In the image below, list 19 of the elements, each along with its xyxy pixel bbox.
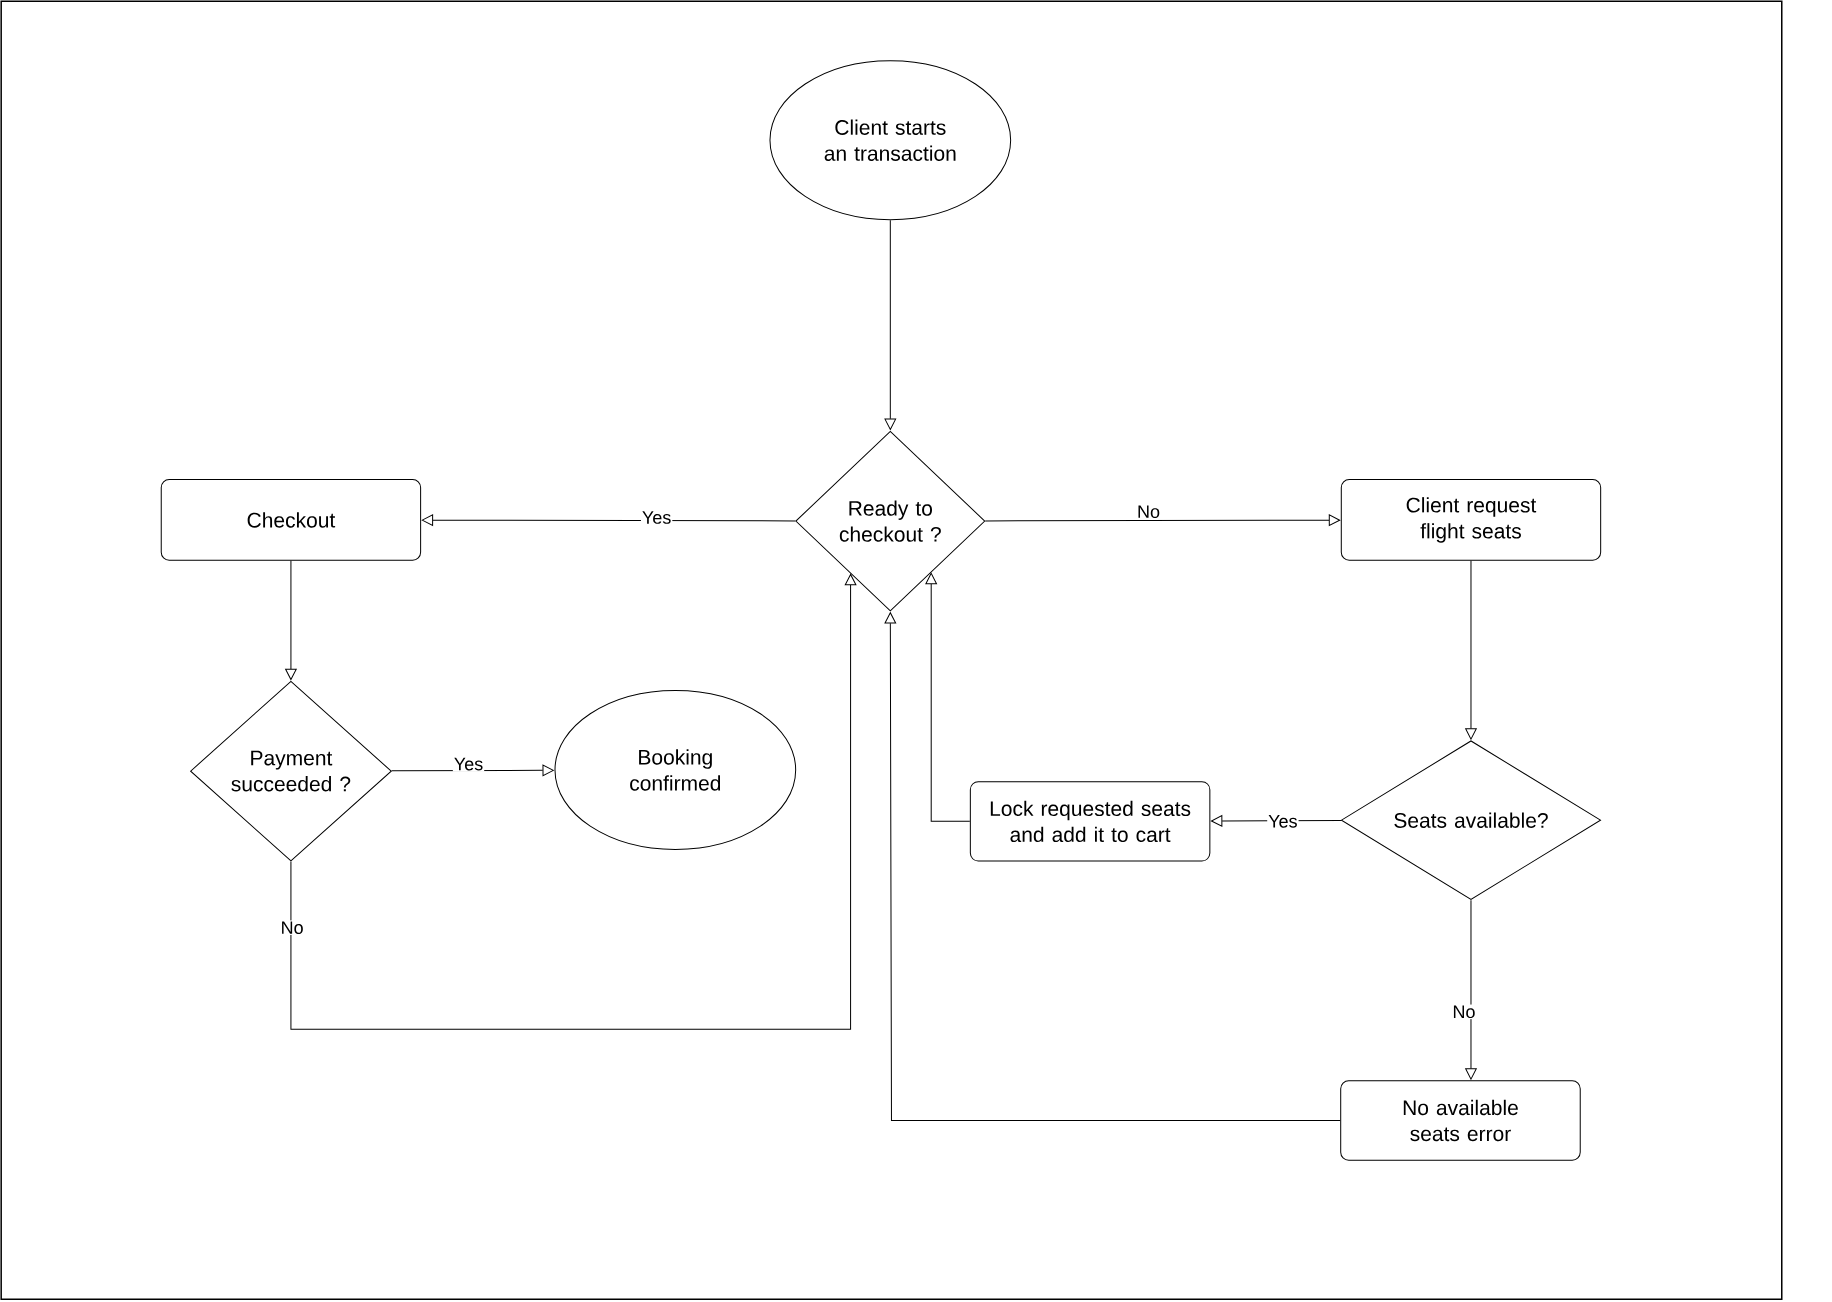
arrow <box>290 574 857 1031</box>
process-box: Client request flight seats <box>1340 479 1602 561</box>
arrow <box>1465 899 1477 1080</box>
edge-label: No <box>1451 1004 1477 1020</box>
edge-label: Yes <box>452 757 485 772</box>
edge-label: Yes <box>640 510 673 526</box>
edge-label: Yes <box>1267 814 1299 829</box>
edge-label: No <box>1136 504 1161 520</box>
arrow <box>884 219 897 431</box>
process-box: Checkout <box>160 479 422 561</box>
process-box: No available seats error <box>1340 1080 1581 1161</box>
edge-label: No <box>279 920 305 936</box>
arrow <box>421 514 796 527</box>
process-box: Lock requested seats and add it to cart <box>969 781 1211 862</box>
arrow <box>1465 560 1477 740</box>
arrow <box>984 514 1341 527</box>
arrow <box>884 612 1341 1122</box>
arrow <box>925 573 971 823</box>
arrow <box>285 560 297 681</box>
